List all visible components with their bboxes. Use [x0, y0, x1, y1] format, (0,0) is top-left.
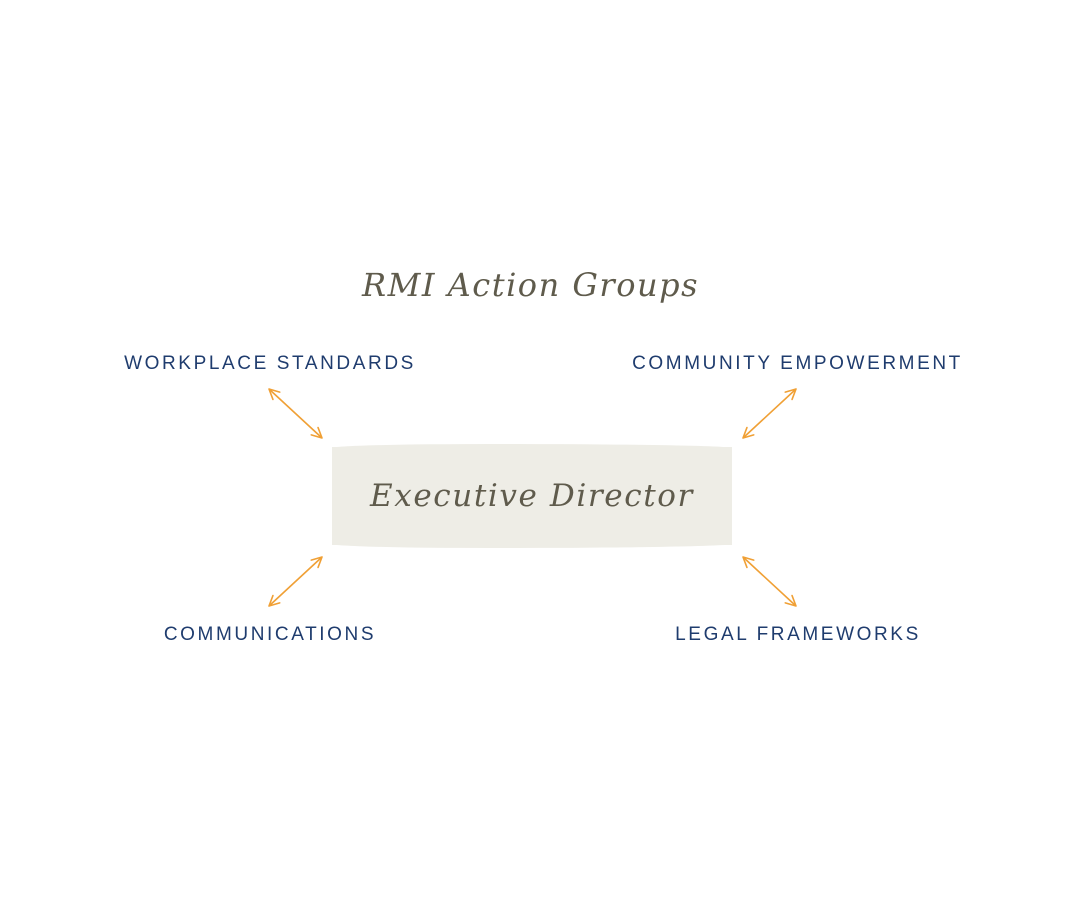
group-label-communications: COMMUNICATIONS — [163, 624, 377, 645]
executive-director-box: Executive Director — [332, 444, 732, 548]
arrow-workplace-standards — [268, 388, 323, 439]
arrow-community-empowerment — [742, 388, 797, 439]
diagram-title: RMI Action Groups — [362, 266, 699, 304]
executive-director-label: Executive Director — [370, 478, 694, 514]
arrow-legal-frameworks — [742, 556, 797, 607]
arrow-communications — [268, 556, 323, 607]
group-label-community-empowerment: COMMUNITY EMPOWERMENT — [632, 353, 963, 374]
group-label-legal-frameworks: LEGAL FRAMEWORKS — [675, 624, 921, 645]
group-label-workplace-standards: WORKPLACE STANDARDS — [124, 353, 416, 374]
